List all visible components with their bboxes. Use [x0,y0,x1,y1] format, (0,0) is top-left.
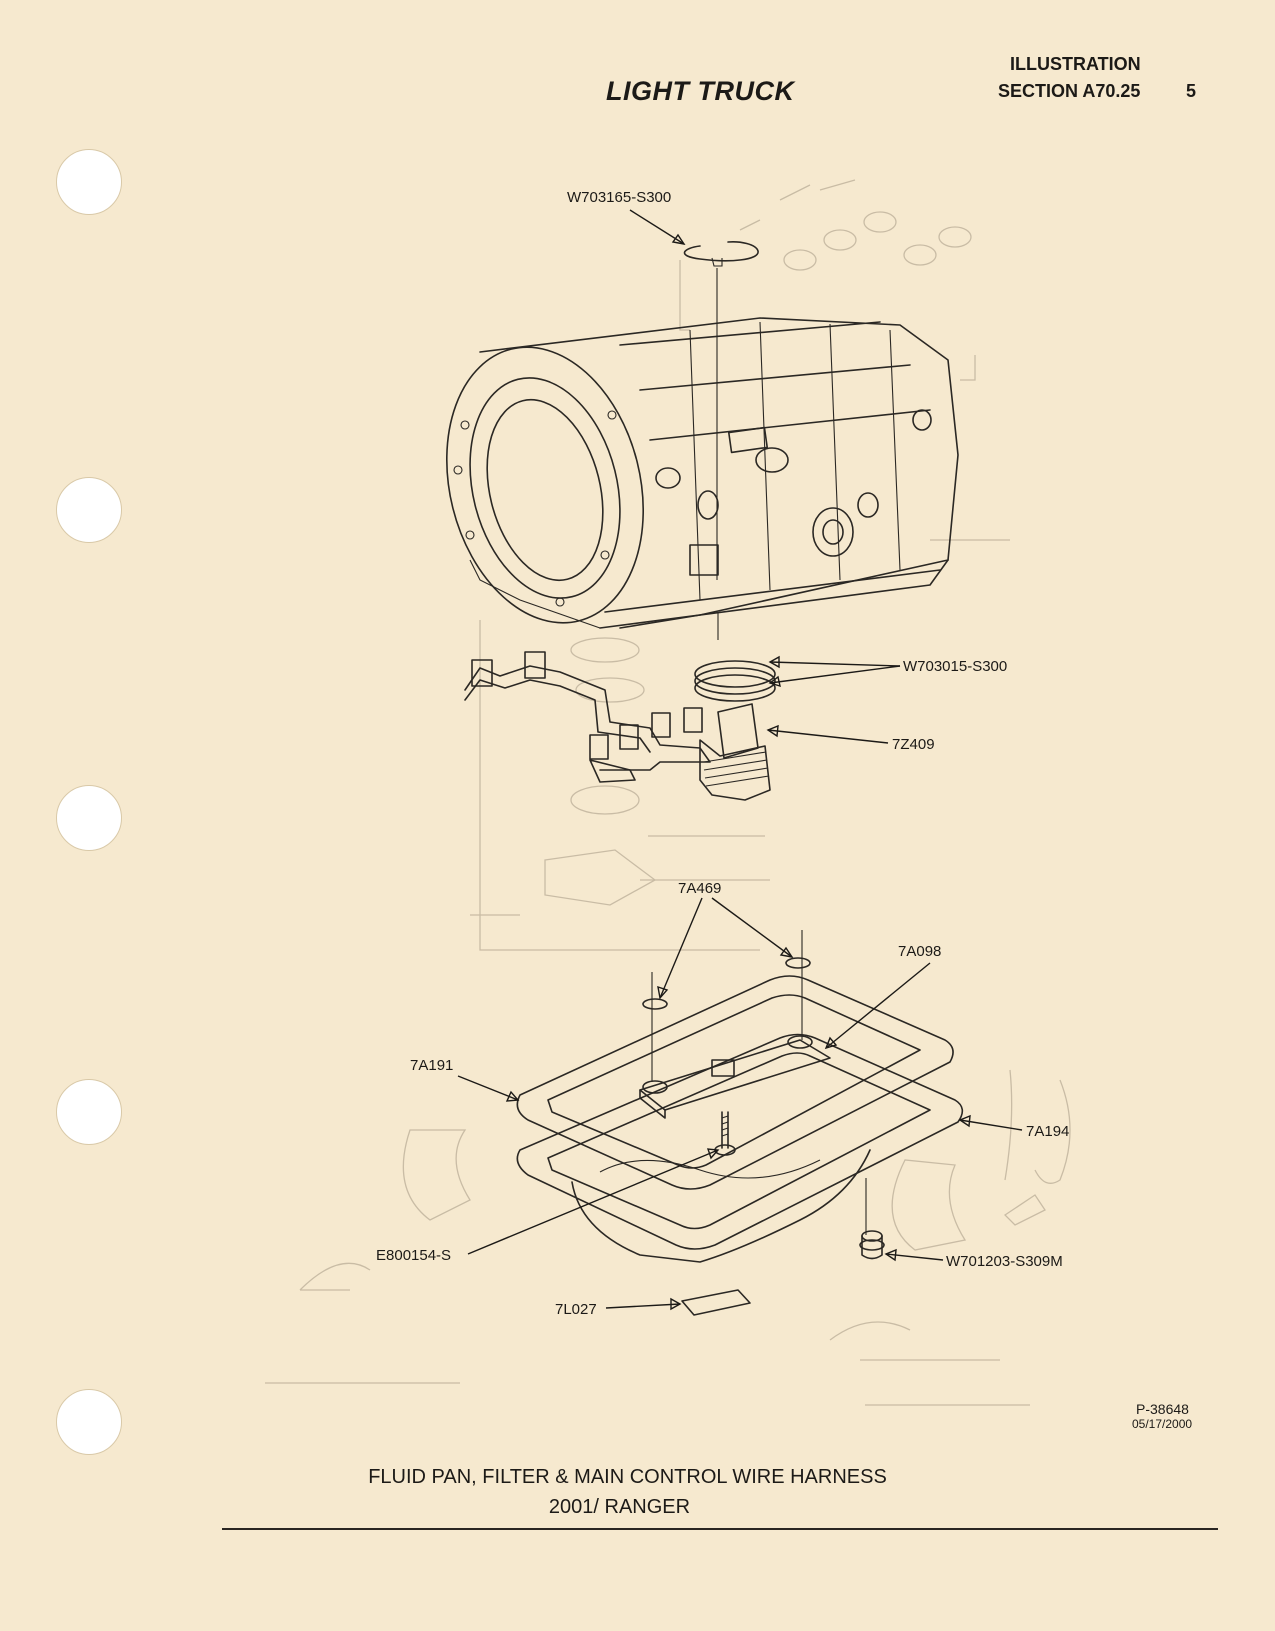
retaining-ring [683,241,759,267]
bleed-through-artwork [265,179,1071,1406]
binder-hole [56,1079,122,1145]
callout-retaining-ring: W703165-S300 [567,189,671,206]
harness-connector [699,703,771,801]
callout-drain-plug: W701203-S309M [946,1253,1063,1270]
wire-harness [464,651,711,783]
figure-subcaption: 2001/ RANGER [548,1496,691,1518]
binder-hole [56,1389,122,1455]
pan-gasket [516,975,954,1190]
illustration-date: 05/17/2000 [1132,1417,1193,1431]
callout-filter-seals: 7A469 [678,880,721,897]
seal-rings [694,660,776,702]
fluid-pan [516,1033,964,1263]
callout-filter: 7A098 [898,943,941,960]
page-title: LIGHT TRUCK [606,76,795,106]
callout-pan-gasket: 7A191 [410,1057,453,1074]
binder-hole [56,149,122,215]
binder-hole [56,477,122,543]
footer-rule [222,1528,1218,1530]
filter-seals [642,930,811,1082]
binder-hole [56,785,122,851]
figure-caption: FLUID PAN, FILTER & MAIN CONTROL WIRE HA… [368,1466,887,1488]
callout-harness-connector: 7Z409 [892,736,935,753]
callout-magnet: 7L027 [555,1301,597,1318]
magnet [681,1289,751,1316]
illustration-part-number: P-38648 [1136,1401,1189,1417]
callout-seal-rings: W703015-S300 [903,658,1007,675]
callout-filter-bolt: E800154-S [376,1247,451,1264]
section-label: SECTION A70.25 [998,81,1141,101]
callout-fluid-pan: 7A194 [1026,1123,1069,1140]
transmission-case [445,317,959,629]
leader-lines [457,209,1023,1311]
drain-plug [861,1230,883,1260]
illustration-label: ILLUSTRATION [1010,54,1141,74]
filter-bolt [714,1111,736,1156]
page-number: 5 [1186,81,1197,101]
